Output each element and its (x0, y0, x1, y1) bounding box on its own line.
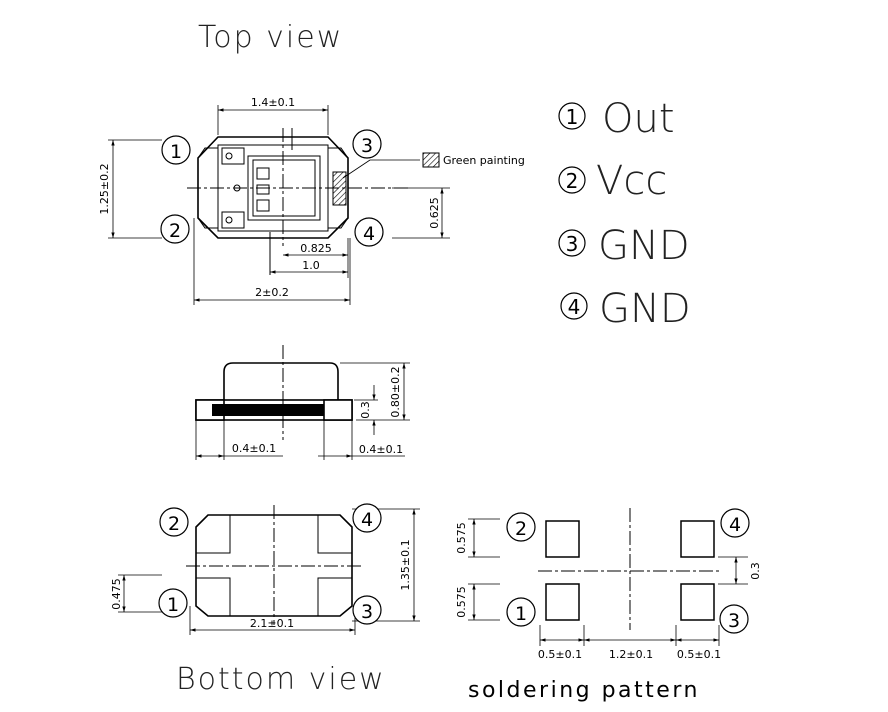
dim-bottom-width: 2.1±0.1 (250, 617, 294, 630)
top-pin-2: 2 (160, 214, 190, 244)
legend-pin-4-name: GND (599, 286, 691, 332)
top-pin-3: 3 (352, 129, 382, 159)
dim-0625: 0.625 (428, 197, 441, 229)
dim-sp-0575-top: 0.575 (455, 522, 468, 554)
top-view-title: Top view (198, 20, 343, 55)
dim-side-left-pad: 0.4±0.1 (232, 442, 276, 455)
svg-text:4: 4 (363, 223, 375, 245)
bottom-pin-3: 3 (352, 595, 382, 625)
svg-text:3: 3 (728, 610, 740, 632)
legend-pin-2-name: Vcc (596, 158, 667, 204)
dim-10: 1.0 (302, 259, 320, 272)
pin-legend: 1 Out 2 Vcc 3 GND 4 GND (558, 96, 691, 332)
dim-bottom-height: 1.35±0.1 (399, 539, 412, 590)
dim-sp-right: 0.5±0.1 (677, 648, 721, 661)
dim-top-height: 1.25±0.2 (98, 163, 111, 214)
soldering-pattern-title: soldering pattern (468, 678, 700, 703)
green-painting-label: Green painting (443, 154, 525, 167)
dim-0825: 0.825 (300, 242, 332, 255)
top-pin-1: 1 (161, 135, 191, 165)
svg-text:4: 4 (568, 295, 581, 319)
dim-0475: 0.475 (110, 578, 123, 610)
legend-pin-4: 4 GND (560, 286, 691, 332)
legend-pin-3-name: GND (598, 223, 690, 269)
dim-side-right-pad: 0.4±0.1 (359, 443, 403, 456)
bottom-view-title: Bottom view (176, 662, 386, 697)
svg-text:4: 4 (361, 509, 373, 531)
bottom-pin-2: 2 (159, 507, 189, 537)
top-pin-4: 4 (354, 217, 384, 247)
svg-text:1: 1 (167, 594, 179, 616)
soldering-pattern-drawing: 0.575 0.575 0.3 0.5±0.1 1.2±0.1 0.5±0.1 … (455, 508, 762, 661)
legend-pin-1: 1 Out (558, 96, 675, 142)
dim-side-pad-height: 0.3 (359, 401, 372, 419)
dim-side-height: 0.80±0.2 (389, 366, 402, 417)
dim-sp-left: 0.5±0.1 (538, 648, 582, 661)
svg-text:1: 1 (170, 141, 182, 163)
legend-pin-3: 3 GND (558, 223, 690, 269)
sp-pin-1: 1 (506, 597, 536, 627)
svg-text:3: 3 (566, 232, 579, 256)
dim-sp-03: 0.3 (749, 562, 762, 580)
svg-text:1: 1 (566, 105, 579, 129)
sp-pin-3: 3 (719, 604, 749, 634)
sp-pin-2: 2 (506, 512, 536, 542)
svg-text:2: 2 (515, 518, 527, 540)
dim-sp-0575-bottom: 0.575 (455, 586, 468, 618)
svg-text:4: 4 (729, 514, 741, 536)
sp-pin-4: 4 (720, 508, 750, 538)
top-view-drawing: 1.4±0.1 1.25±0.2 0.625 0.825 1.0 2±0.2 G… (98, 96, 525, 305)
dim-top-total-width: 2±0.2 (255, 286, 289, 299)
bottom-pin-1: 1 (158, 588, 188, 618)
dim-sp-center: 1.2±0.1 (609, 648, 653, 661)
svg-text:2: 2 (168, 513, 180, 535)
bottom-view-drawing: 1.35±0.1 0.475 2.1±0.1 2 4 1 3 (110, 503, 420, 635)
legend-pin-2: 2 Vcc (558, 158, 667, 204)
svg-text:2: 2 (566, 169, 579, 193)
dim-top-width: 1.4±0.1 (251, 96, 295, 109)
svg-text:2: 2 (169, 220, 181, 242)
svg-text:1: 1 (515, 603, 527, 625)
svg-text:3: 3 (361, 601, 373, 623)
legend-pin-1-name: Out (602, 96, 675, 142)
bottom-pin-4: 4 (352, 503, 382, 533)
side-view-drawing: 0.80±0.2 0.3 0.4±0.1 0.4±0.1 (195, 345, 410, 460)
svg-text:3: 3 (361, 135, 373, 157)
